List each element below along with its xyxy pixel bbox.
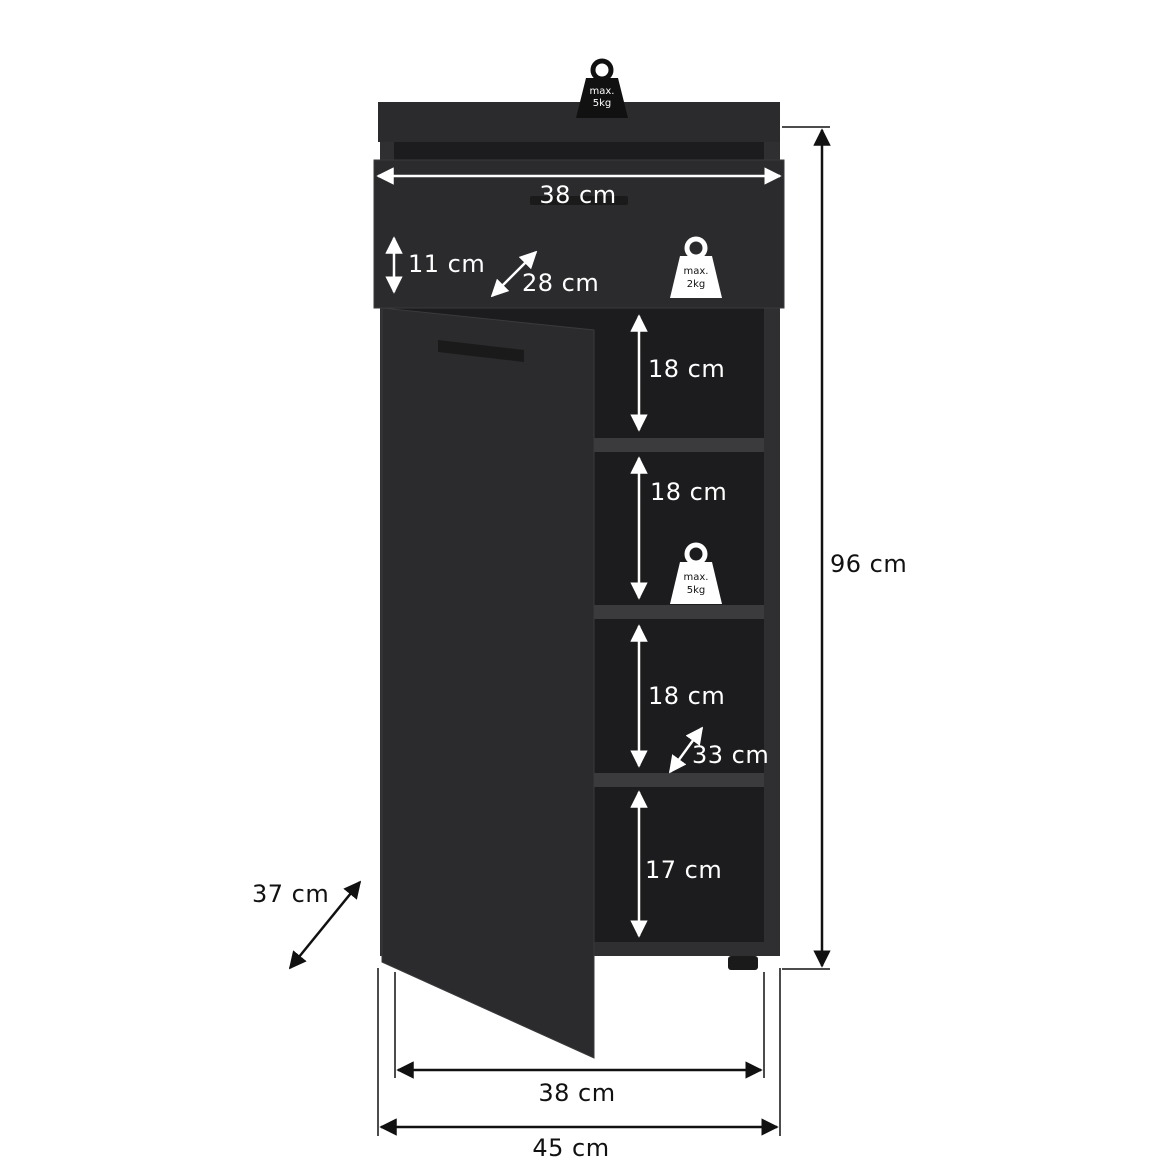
shelf-2 (594, 605, 764, 619)
cabinet-foot (728, 956, 758, 970)
door-handle (438, 340, 524, 362)
drawer-gap (392, 142, 766, 160)
weight-icon-drawer: max. 2kg (670, 236, 722, 298)
shelf-depth-label: 33 cm (692, 741, 769, 769)
drawer-handle (530, 196, 628, 205)
weight-icon-top: max. 5kg (576, 58, 628, 118)
weight-drawer-line2: 2kg (687, 279, 706, 290)
shelf-1-height-label: 18 cm (648, 355, 725, 383)
weight-icon-shelf-body (670, 562, 722, 604)
cabinet-side-right (764, 142, 780, 950)
cabinet-door (381, 307, 595, 1059)
shelf-3-height-label: 18 cm (648, 682, 725, 710)
cabinet (373, 102, 785, 1059)
shelf-1 (594, 438, 764, 452)
shelf-depth-arrow (668, 726, 704, 774)
weight-shelf-line1: max. (684, 572, 709, 583)
dimension-arrows-light (376, 167, 782, 938)
weight-icon-drawer-body (670, 256, 722, 298)
inner-width-label: 38 cm (538, 1079, 615, 1107)
total-width-label: 45 cm (532, 1134, 609, 1160)
door-depth-label: 37 cm (252, 880, 329, 908)
drawer-depth-arrow (490, 250, 538, 298)
weight-top-line1: max. (590, 86, 615, 97)
shelf-4-height-label: 17 cm (645, 856, 722, 884)
drawer-depth-label: 28 cm (522, 269, 599, 297)
weight-drawer-line1: max. (684, 266, 709, 277)
weight-top-line2: 5kg (593, 98, 612, 109)
dimension-arrows-dark (288, 126, 831, 1136)
weight-shelf-line2: 5kg (687, 585, 706, 596)
shelf-3 (594, 773, 764, 787)
total-height-label: 96 cm (830, 550, 907, 578)
door-depth-arrow (288, 880, 362, 970)
weight-icon-top-ring (590, 58, 614, 82)
drawer-height-label: 11 cm (408, 250, 485, 278)
weight-icon-top-body (576, 78, 628, 118)
weight-icon-shelf: max. 5kg (670, 542, 722, 604)
drawer-width-label: 38 cm (539, 181, 616, 209)
shelf-2-height-label: 18 cm (650, 478, 727, 506)
